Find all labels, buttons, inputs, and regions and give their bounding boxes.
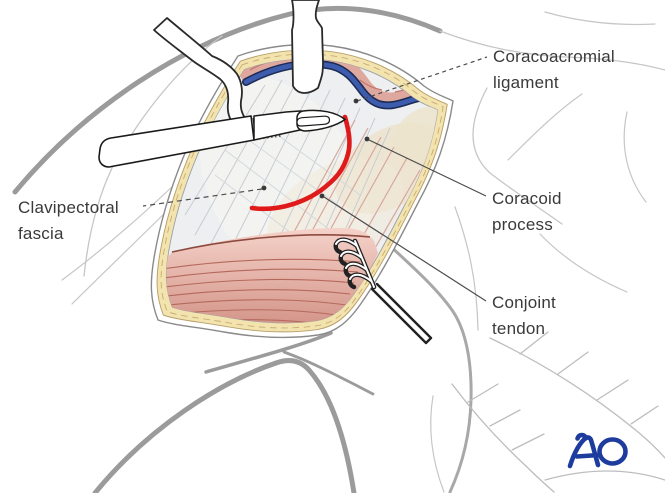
label-line: process xyxy=(492,215,553,234)
leader-dots xyxy=(261,98,370,199)
incision-line xyxy=(249,114,352,212)
label-clavipectoral-fascia: Clavipectoral fascia xyxy=(18,195,119,247)
ao-logo xyxy=(567,432,628,469)
leader-coracoid xyxy=(368,139,487,197)
leader-lines xyxy=(142,56,488,302)
label-line: Clavipectoral xyxy=(18,198,119,217)
rake-handle xyxy=(370,282,433,345)
scalpel-blade-slot xyxy=(296,115,331,127)
label-line: fascia xyxy=(18,224,64,243)
rib-contours xyxy=(451,331,665,493)
label-line: Conjoint xyxy=(492,293,556,312)
leader-clavipectoral xyxy=(142,188,263,207)
label-line: tendon xyxy=(492,319,546,338)
leader-coracoacromial xyxy=(356,56,488,102)
label-coracoacromial-ligament: Coracoacromial ligament xyxy=(493,44,615,96)
label-line: Coracoid xyxy=(492,189,562,208)
label-line: ligament xyxy=(493,73,559,92)
retractor-upper-middle xyxy=(291,0,324,94)
label-line: Coracoacromial xyxy=(493,47,615,66)
scalpel xyxy=(98,109,347,168)
fascia-cross-streaks xyxy=(214,114,361,256)
label-coracoid-process: Coracoid process xyxy=(492,186,562,238)
retractor-upper-left xyxy=(153,17,250,129)
label-conjoint-tendon: Conjoint tendon xyxy=(492,290,556,342)
leader-conjoint xyxy=(323,196,487,302)
scalpel-handle xyxy=(98,115,255,168)
rake-retractor xyxy=(333,237,433,345)
